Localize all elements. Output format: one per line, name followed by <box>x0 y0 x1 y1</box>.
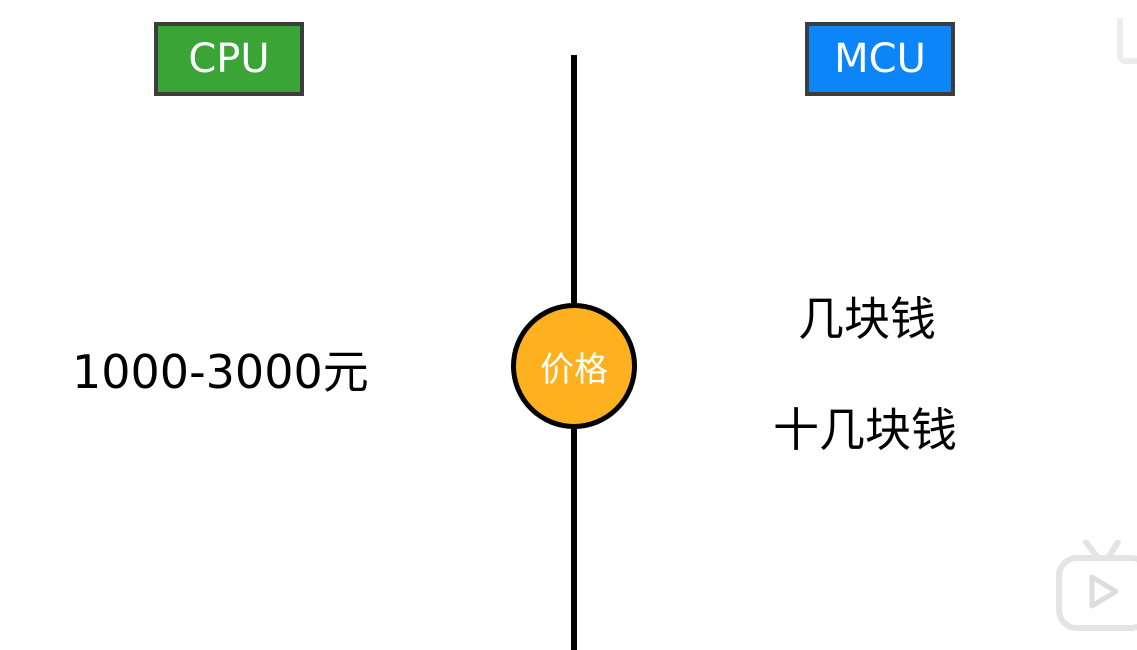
video-player-logo-icon <box>1056 540 1137 631</box>
cpu-price-value: 1000-3000元 <box>72 345 369 399</box>
mcu-label-box: MCU <box>805 22 955 96</box>
price-label: 价格 <box>540 349 608 390</box>
watermark-corner-icon <box>1117 18 1137 64</box>
mcu-price-value-1: 几块钱 <box>798 292 936 346</box>
mcu-price-value-2: 十几块钱 <box>773 403 957 457</box>
divider-line-top <box>571 55 577 305</box>
price-circle: 价格 <box>511 303 637 429</box>
divider-line-bottom <box>571 428 577 650</box>
cpu-label-box: CPU <box>154 22 304 96</box>
